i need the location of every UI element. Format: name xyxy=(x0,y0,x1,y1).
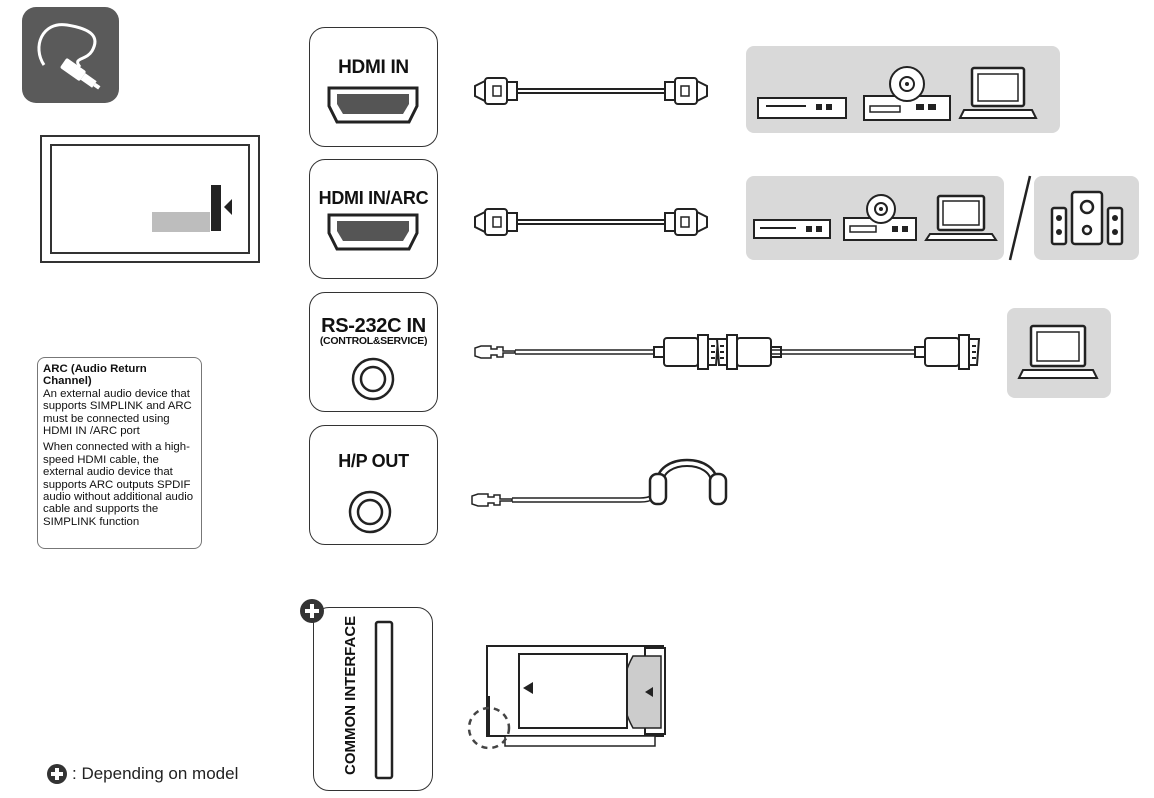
dvd-player-icon xyxy=(863,66,951,121)
connection-cable-icon xyxy=(22,7,119,103)
pc-device-panel xyxy=(1007,308,1111,398)
note-paragraph-2: When connected with a high-speed HDMI ca… xyxy=(43,441,194,528)
audio-devices-panel xyxy=(1034,176,1139,260)
hdmi-cable xyxy=(474,77,708,105)
tv-rear-icon xyxy=(40,135,260,263)
arc-note: ARC (Audio Return Channel) An external a… xyxy=(37,357,202,549)
hp-out-label: H/P OUT xyxy=(338,451,409,471)
hdmi-cable xyxy=(474,208,708,236)
laptop-icon xyxy=(1017,324,1099,379)
blu-ray-player-icon xyxy=(753,219,831,239)
laptop-icon xyxy=(958,66,1038,119)
note-title: ARC (Audio Return Channel) xyxy=(43,363,147,388)
blu-ray-player-icon xyxy=(757,97,847,119)
plus-icon xyxy=(299,598,325,624)
rs232c-sublabel: (CONTROL&SERVICE) xyxy=(319,335,428,347)
laptop-icon xyxy=(924,194,998,241)
hp-out-port: H/P OUT xyxy=(309,425,438,545)
note-paragraph-1: An external audio device that supports S… xyxy=(43,387,192,438)
arc-devices-panel xyxy=(746,176,1004,260)
rs232c-cable xyxy=(474,334,980,370)
source-devices-panel xyxy=(746,46,1060,133)
ci-module-icon xyxy=(465,642,675,754)
plus-icon xyxy=(46,763,68,785)
rs232c-label: RS-232C IN xyxy=(321,315,426,337)
hdmi-in-label: HDMI IN xyxy=(338,57,409,78)
hdmi-in-arc-label: HDMI IN/ARC xyxy=(318,188,429,208)
hdmi-in-port: HDMI IN xyxy=(309,27,438,147)
common-interface-port xyxy=(313,607,433,791)
legend-text: : Depending on model xyxy=(72,764,239,783)
headphones-icon xyxy=(645,442,735,508)
rs232c-port: RS-232C IN (CONTROL&SERVICE) xyxy=(309,292,438,412)
hdmi-in-arc-port: HDMI IN/ARC xyxy=(309,159,438,279)
dvd-player-icon xyxy=(843,194,917,241)
speaker-system-icon xyxy=(1050,190,1124,246)
